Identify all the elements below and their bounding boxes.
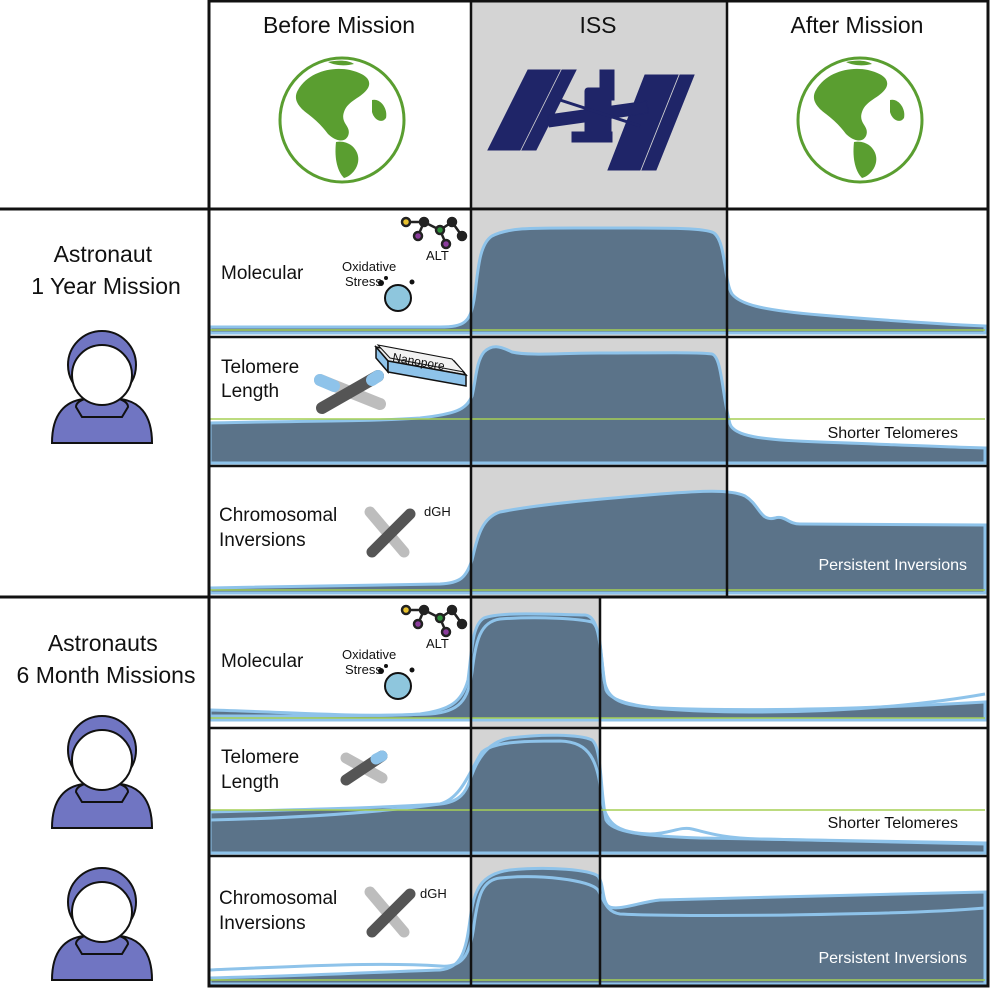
shorter-telomeres-label: Shorter Telomeres xyxy=(828,425,958,442)
oxidative-stress-label: Oxidative Stress xyxy=(342,259,400,289)
oxidative-stress-icon xyxy=(378,276,415,312)
nanopore-device-icon xyxy=(374,344,468,387)
alt-molecule-icon xyxy=(400,216,468,250)
earth-globe-icon xyxy=(278,56,406,184)
astronaut-icon xyxy=(50,715,154,829)
oxidative-stress-label: Oxidative Stress xyxy=(342,647,400,677)
row-label-6mo-molecular: Molecular xyxy=(221,651,304,672)
column-title-iss: ISS xyxy=(579,12,616,38)
alt-molecule-icon xyxy=(400,604,468,638)
chromosome-icon xyxy=(314,370,386,414)
persistent-inversions-label: Persistent Inversions xyxy=(818,557,967,574)
group-label-1yr: Astronaut 1 Year Mission xyxy=(31,241,181,299)
chromosome-icon xyxy=(364,506,416,558)
chromosome-icon xyxy=(340,750,388,786)
curve-1yr-chromosomal xyxy=(208,489,987,595)
persistent-inversions-label: Persistent Inversions xyxy=(818,950,967,967)
column-title-before: Before Mission xyxy=(263,12,415,38)
curve-6mo-telomere-b xyxy=(209,739,986,846)
earth-globe-icon xyxy=(796,56,924,184)
curve-6mo-telomere-a xyxy=(208,733,987,855)
row-label-6mo-chromosomal: Chromosomal Inversions xyxy=(219,888,343,934)
dgh-label: dGH xyxy=(420,886,447,901)
chromosome-icon xyxy=(364,886,416,938)
alt-label: ALT xyxy=(426,636,449,651)
row-label-1yr-molecular: Molecular xyxy=(221,263,304,284)
astronaut-icon xyxy=(50,867,154,981)
dgh-label: dGH xyxy=(424,504,451,519)
curve-1yr-telomere xyxy=(208,345,987,465)
astronaut-icon xyxy=(50,330,154,444)
curve-6mo-chromosomal-a xyxy=(208,866,987,986)
group-label-6mo: Astronauts 6 Month Missions xyxy=(17,630,196,688)
column-title-after: After Mission xyxy=(791,12,924,38)
row-label-1yr-telomere: Telomere Length xyxy=(221,357,304,402)
row-label-1yr-chromosomal: Chromosomal Inversions xyxy=(219,505,343,551)
shorter-telomeres-label: Shorter Telomeres xyxy=(828,815,958,832)
alt-label: ALT xyxy=(426,248,449,263)
curve-6mo-chromosomal-b xyxy=(209,875,986,972)
curve-6mo-molecular-b xyxy=(209,616,986,718)
oxidative-stress-icon xyxy=(378,664,415,700)
curve-1yr-molecular xyxy=(208,226,987,335)
row-label-6mo-telomere: Telomere Length xyxy=(221,747,304,793)
space-station-icon xyxy=(487,69,695,171)
